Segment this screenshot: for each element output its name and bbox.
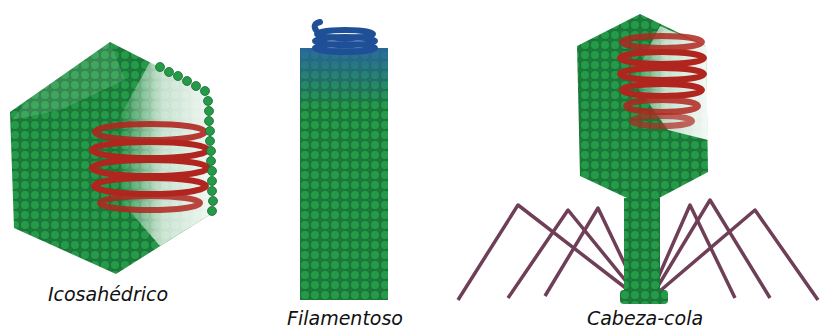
icosahedral-virus (10, 42, 218, 274)
virus-type-label: Cabeza-cola (587, 307, 703, 329)
virus-type-label: Filamentoso (287, 307, 403, 329)
filamentous-virus (300, 22, 388, 300)
head-tail-phage (458, 14, 818, 304)
virus-type-label: Icosahédrico (48, 283, 168, 305)
